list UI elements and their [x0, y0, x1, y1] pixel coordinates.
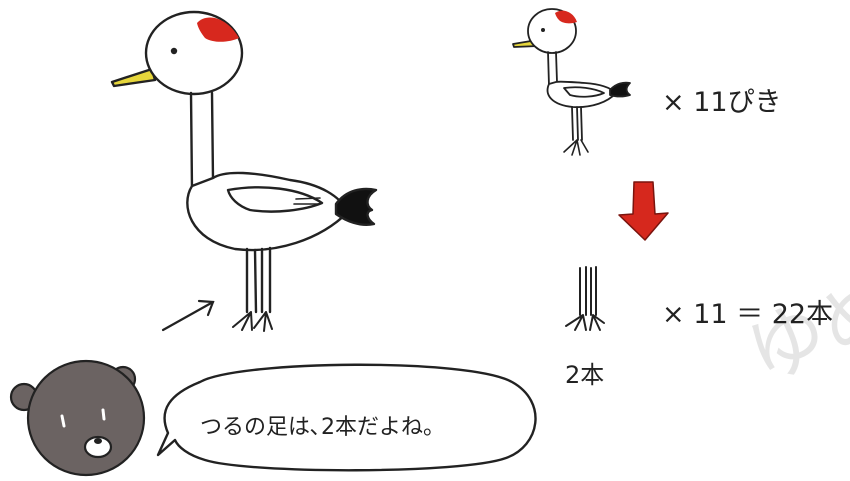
bear-eye-left	[60, 414, 66, 428]
legs-total-equation: × 11 ＝ 22本	[662, 299, 834, 330]
crane-large-eye	[170, 47, 178, 55]
crane-small	[512, 8, 631, 156]
crane-small-tail	[609, 81, 631, 98]
crane-large-crown	[197, 17, 239, 42]
legs-per-crane-label: 2本	[565, 361, 605, 389]
pointer-arrow-icon	[161, 299, 215, 332]
speech-bubble-text: つるの足は､2本だよね。	[200, 415, 445, 440]
crane-large-wing	[226, 186, 324, 213]
down-arrow-icon	[618, 181, 669, 241]
bear-nose	[94, 438, 102, 444]
crane-large-tail	[334, 187, 378, 226]
crane-legs-icon	[565, 266, 605, 331]
bear-eye-right	[101, 408, 106, 421]
crane-large-feet	[232, 311, 273, 332]
crane-large-head	[144, 10, 244, 96]
cranes-count-equation: × 11ぴき	[662, 87, 782, 118]
bear-muzzle	[83, 435, 113, 459]
crane-large-neck	[189, 91, 215, 192]
crane-large-beak	[110, 67, 157, 88]
crane-large	[110, 10, 378, 332]
crane-large-legs	[245, 246, 272, 314]
bear-head	[26, 359, 146, 477]
speech-bubble	[156, 363, 537, 472]
crane-small-crown	[555, 10, 577, 24]
bear-icon	[9, 359, 146, 477]
